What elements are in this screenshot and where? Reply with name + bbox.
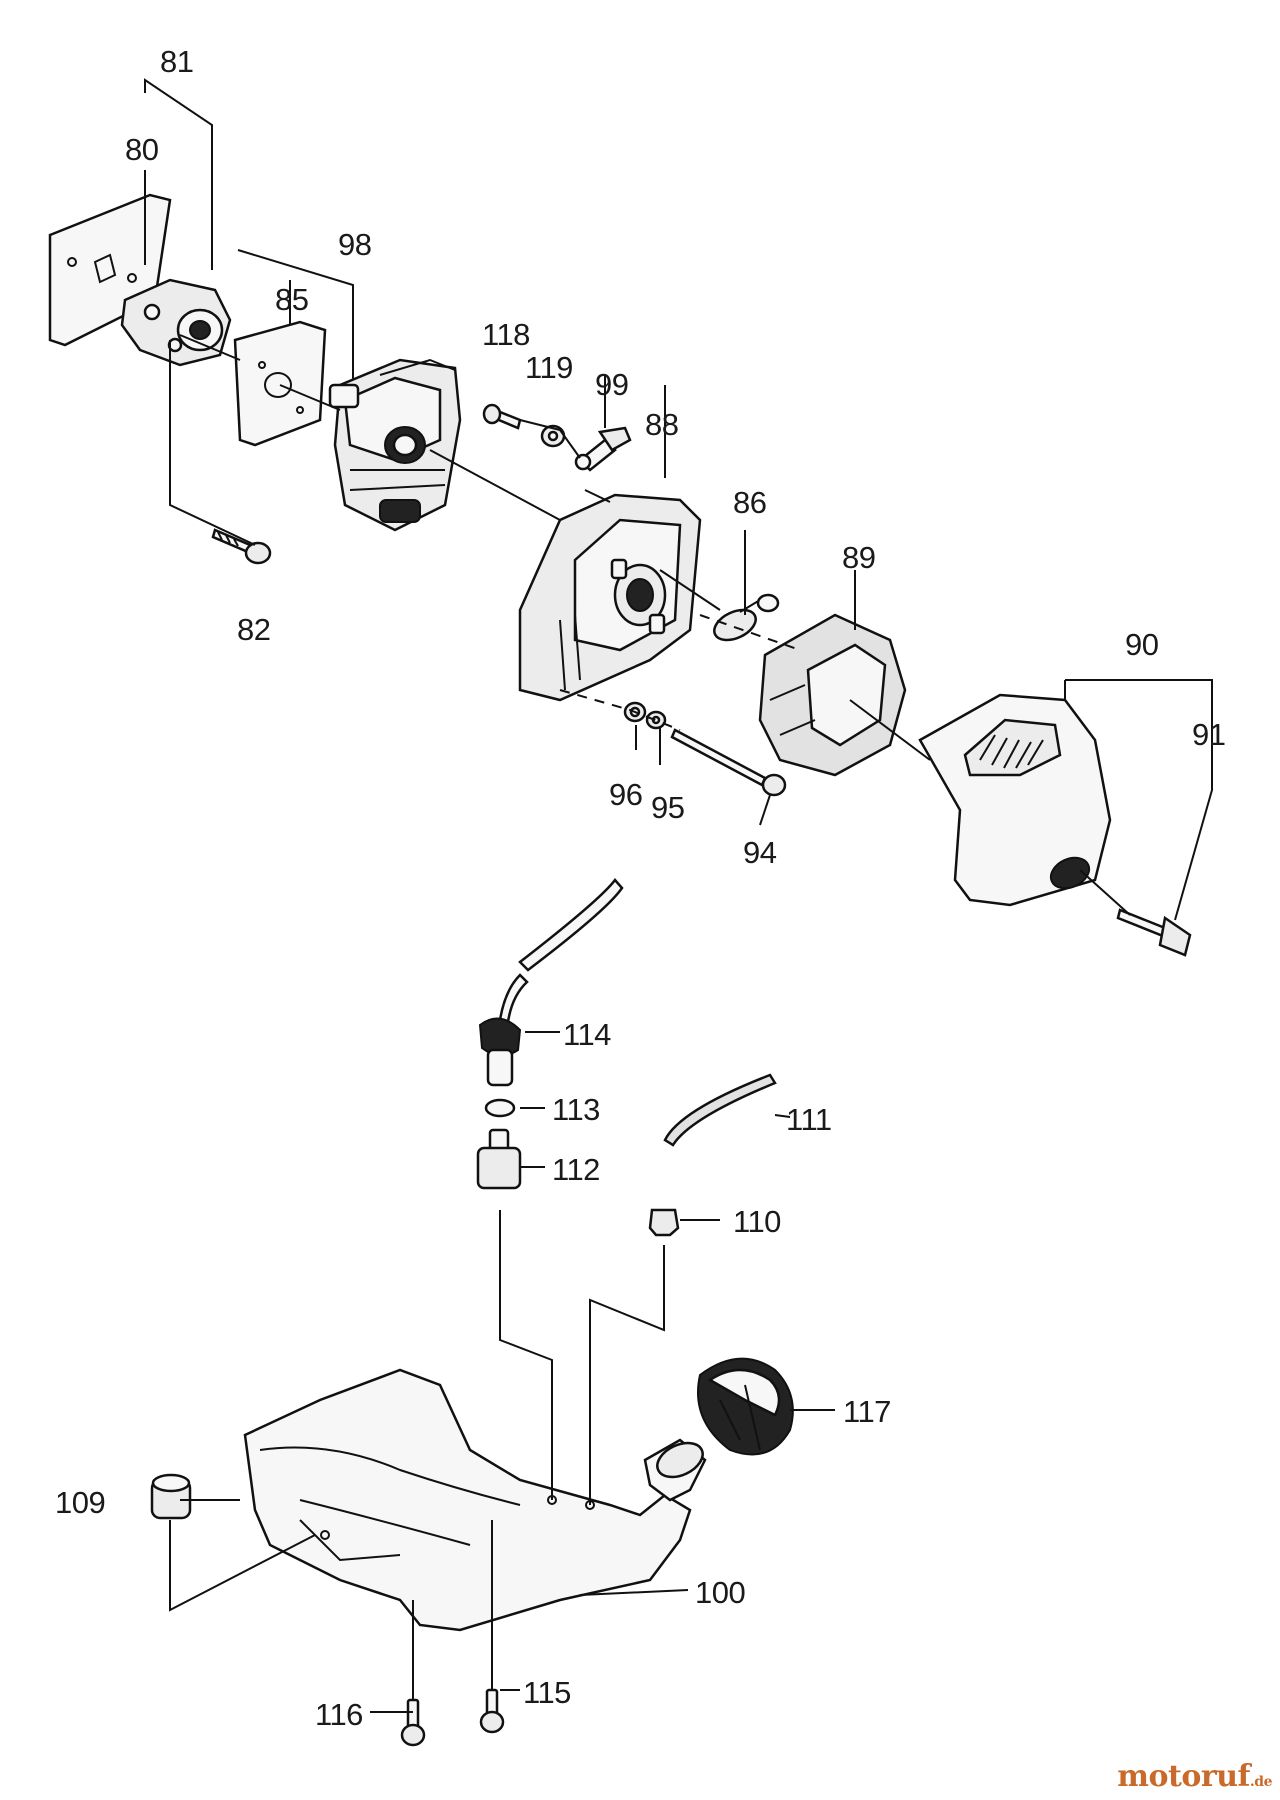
- part-111-vent-hose: [663, 1073, 777, 1147]
- part-112-fuel-pickup: [476, 1128, 522, 1190]
- part-114-fuel-filter-with-hose: [478, 878, 624, 1087]
- part-98-carburetor: [328, 358, 462, 532]
- part-113-ring: [484, 1098, 516, 1118]
- label-117: 117: [843, 1394, 891, 1429]
- label-91: 91: [1192, 717, 1225, 752]
- label-114: 114: [563, 1017, 611, 1052]
- label-100: 100: [695, 1575, 745, 1610]
- label-90: 90: [1125, 627, 1159, 662]
- part-116-screw: [400, 1698, 426, 1747]
- part-89-air-filter-element: [758, 613, 907, 777]
- label-113: 113: [552, 1092, 600, 1127]
- label-118: 118: [482, 317, 530, 352]
- part-100-fuel-tank: [243, 1368, 707, 1632]
- part-109-rubber-mount: [150, 1473, 192, 1520]
- part-94-long-bolt: [670, 728, 787, 797]
- label-81: 81: [160, 44, 193, 79]
- label-109: 109: [55, 1485, 105, 1520]
- part-99-choke-lever: [574, 426, 632, 472]
- label-80: 80: [125, 132, 159, 167]
- part-118-screw: [482, 403, 522, 430]
- label-112: 112: [552, 1152, 600, 1187]
- part-86-choke-shutter: [713, 593, 780, 642]
- label-85: 85: [275, 282, 308, 317]
- part-117-fuel-cap: [697, 1357, 794, 1456]
- part-labels: 81 80 98 85 82 118 119 99 88 86 89 90 91…: [55, 44, 1226, 1732]
- label-96: 96: [609, 777, 642, 812]
- label-111: 111: [786, 1102, 832, 1137]
- part-110-grommet: [648, 1208, 680, 1237]
- label-110: 110: [733, 1204, 781, 1239]
- brand-watermark: motoruf.de: [1117, 1759, 1272, 1794]
- part-90-air-cleaner-cover: [918, 693, 1112, 907]
- brand-name: motoruf: [1117, 1759, 1250, 1794]
- label-82: 82: [237, 612, 270, 647]
- label-95: 95: [651, 790, 684, 825]
- part-88-air-cleaner-case: [518, 493, 702, 702]
- brand-suffix: .de: [1249, 1774, 1273, 1790]
- part-91-knob-bolt: [1116, 908, 1192, 957]
- label-86: 86: [733, 485, 766, 520]
- leader-lines: [144, 78, 1213, 1713]
- part-85-gasket: [233, 320, 327, 447]
- label-99: 99: [595, 367, 628, 402]
- part-95-spring-washer: [645, 710, 667, 730]
- label-115: 115: [523, 1675, 571, 1710]
- part-82-bolt: [211, 528, 272, 565]
- label-119: 119: [525, 350, 573, 385]
- part-115-screw: [479, 1688, 505, 1734]
- label-116: 116: [315, 1697, 363, 1732]
- label-88: 88: [645, 407, 678, 442]
- label-98: 98: [338, 227, 371, 262]
- label-89: 89: [842, 540, 875, 575]
- label-94: 94: [743, 835, 777, 870]
